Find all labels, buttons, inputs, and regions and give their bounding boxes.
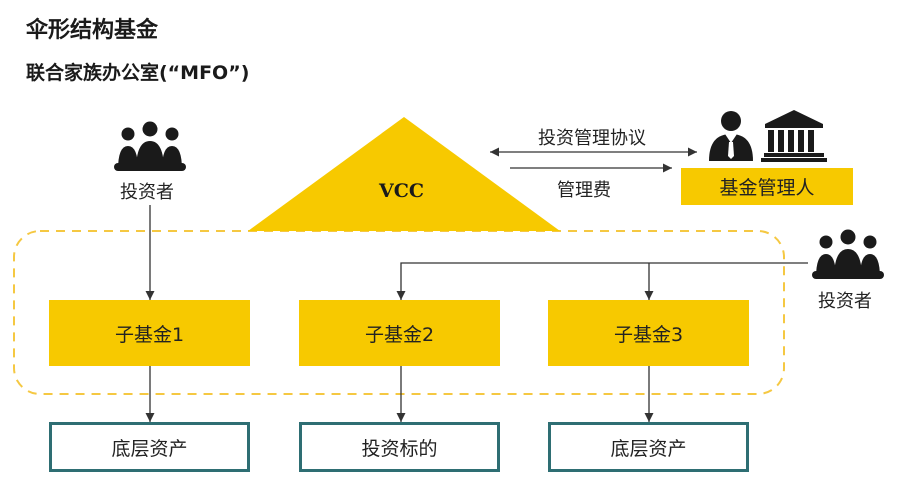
fee-label: 管理费 xyxy=(557,180,611,201)
investor-right-connector xyxy=(396,262,808,300)
asset-box-2: 投资标的 xyxy=(299,422,500,472)
fund-manager-label: 基金管理人 xyxy=(719,177,815,199)
vcc-label: VCC xyxy=(379,180,424,202)
sub-fund-1-box: 子基金1 xyxy=(49,300,250,366)
sub-fund-3-label: 子基金3 xyxy=(613,323,684,346)
investor-group-icon-left xyxy=(114,121,186,171)
manager-person-icon xyxy=(709,111,753,161)
investor-left-label: 投资者 xyxy=(120,182,174,203)
asset-box-3: 底层资产 xyxy=(548,422,749,472)
bank-building-icon xyxy=(761,110,827,162)
asset-label-3: 底层资产 xyxy=(610,437,687,460)
agreement-label: 投资管理协议 xyxy=(538,128,646,149)
asset-box-1: 底层资产 xyxy=(49,422,250,472)
sub-fund-1-label: 子基金1 xyxy=(114,323,185,346)
page-subtitle: 联合家族办公室(“MFO”) xyxy=(26,62,250,84)
investor-group-icon-right xyxy=(812,229,884,279)
asset-label-2: 投资标的 xyxy=(361,437,438,460)
page-title: 伞形结构基金 xyxy=(26,18,159,43)
investor-right-label: 投资者 xyxy=(818,291,872,312)
vcc-triangle xyxy=(248,117,560,231)
sub-fund-2-box: 子基金2 xyxy=(299,300,500,366)
sub-fund-3-box: 子基金3 xyxy=(548,300,749,366)
asset-label-1: 底层资产 xyxy=(111,437,188,460)
sub-fund-2-label: 子基金2 xyxy=(364,323,435,346)
fund-manager-box: 基金管理人 xyxy=(681,168,853,205)
